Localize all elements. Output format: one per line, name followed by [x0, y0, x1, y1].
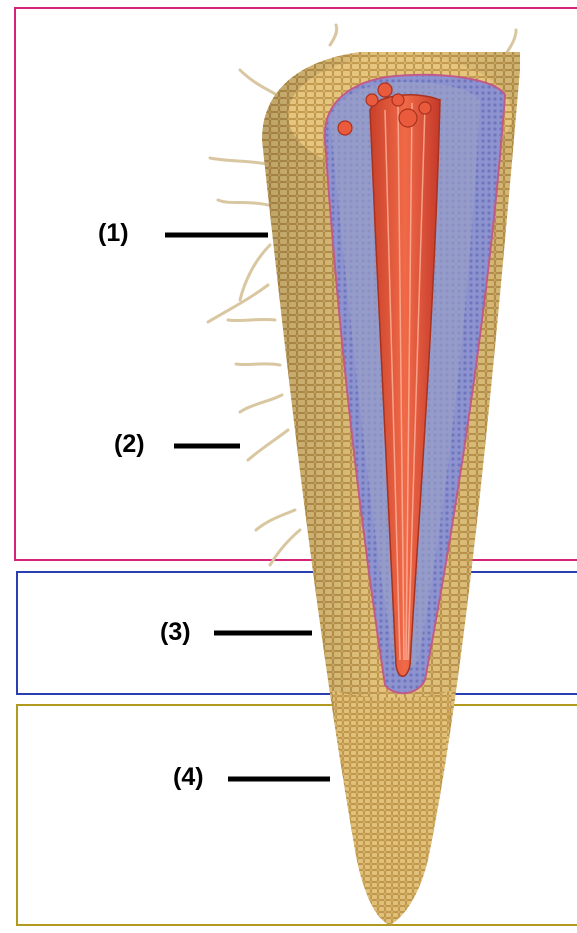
label-2: (2): [114, 430, 145, 459]
label-4: (4): [173, 763, 204, 792]
label-1: (1): [98, 219, 129, 248]
label-3: (3): [160, 618, 191, 647]
root-cap-region: [332, 690, 452, 925]
